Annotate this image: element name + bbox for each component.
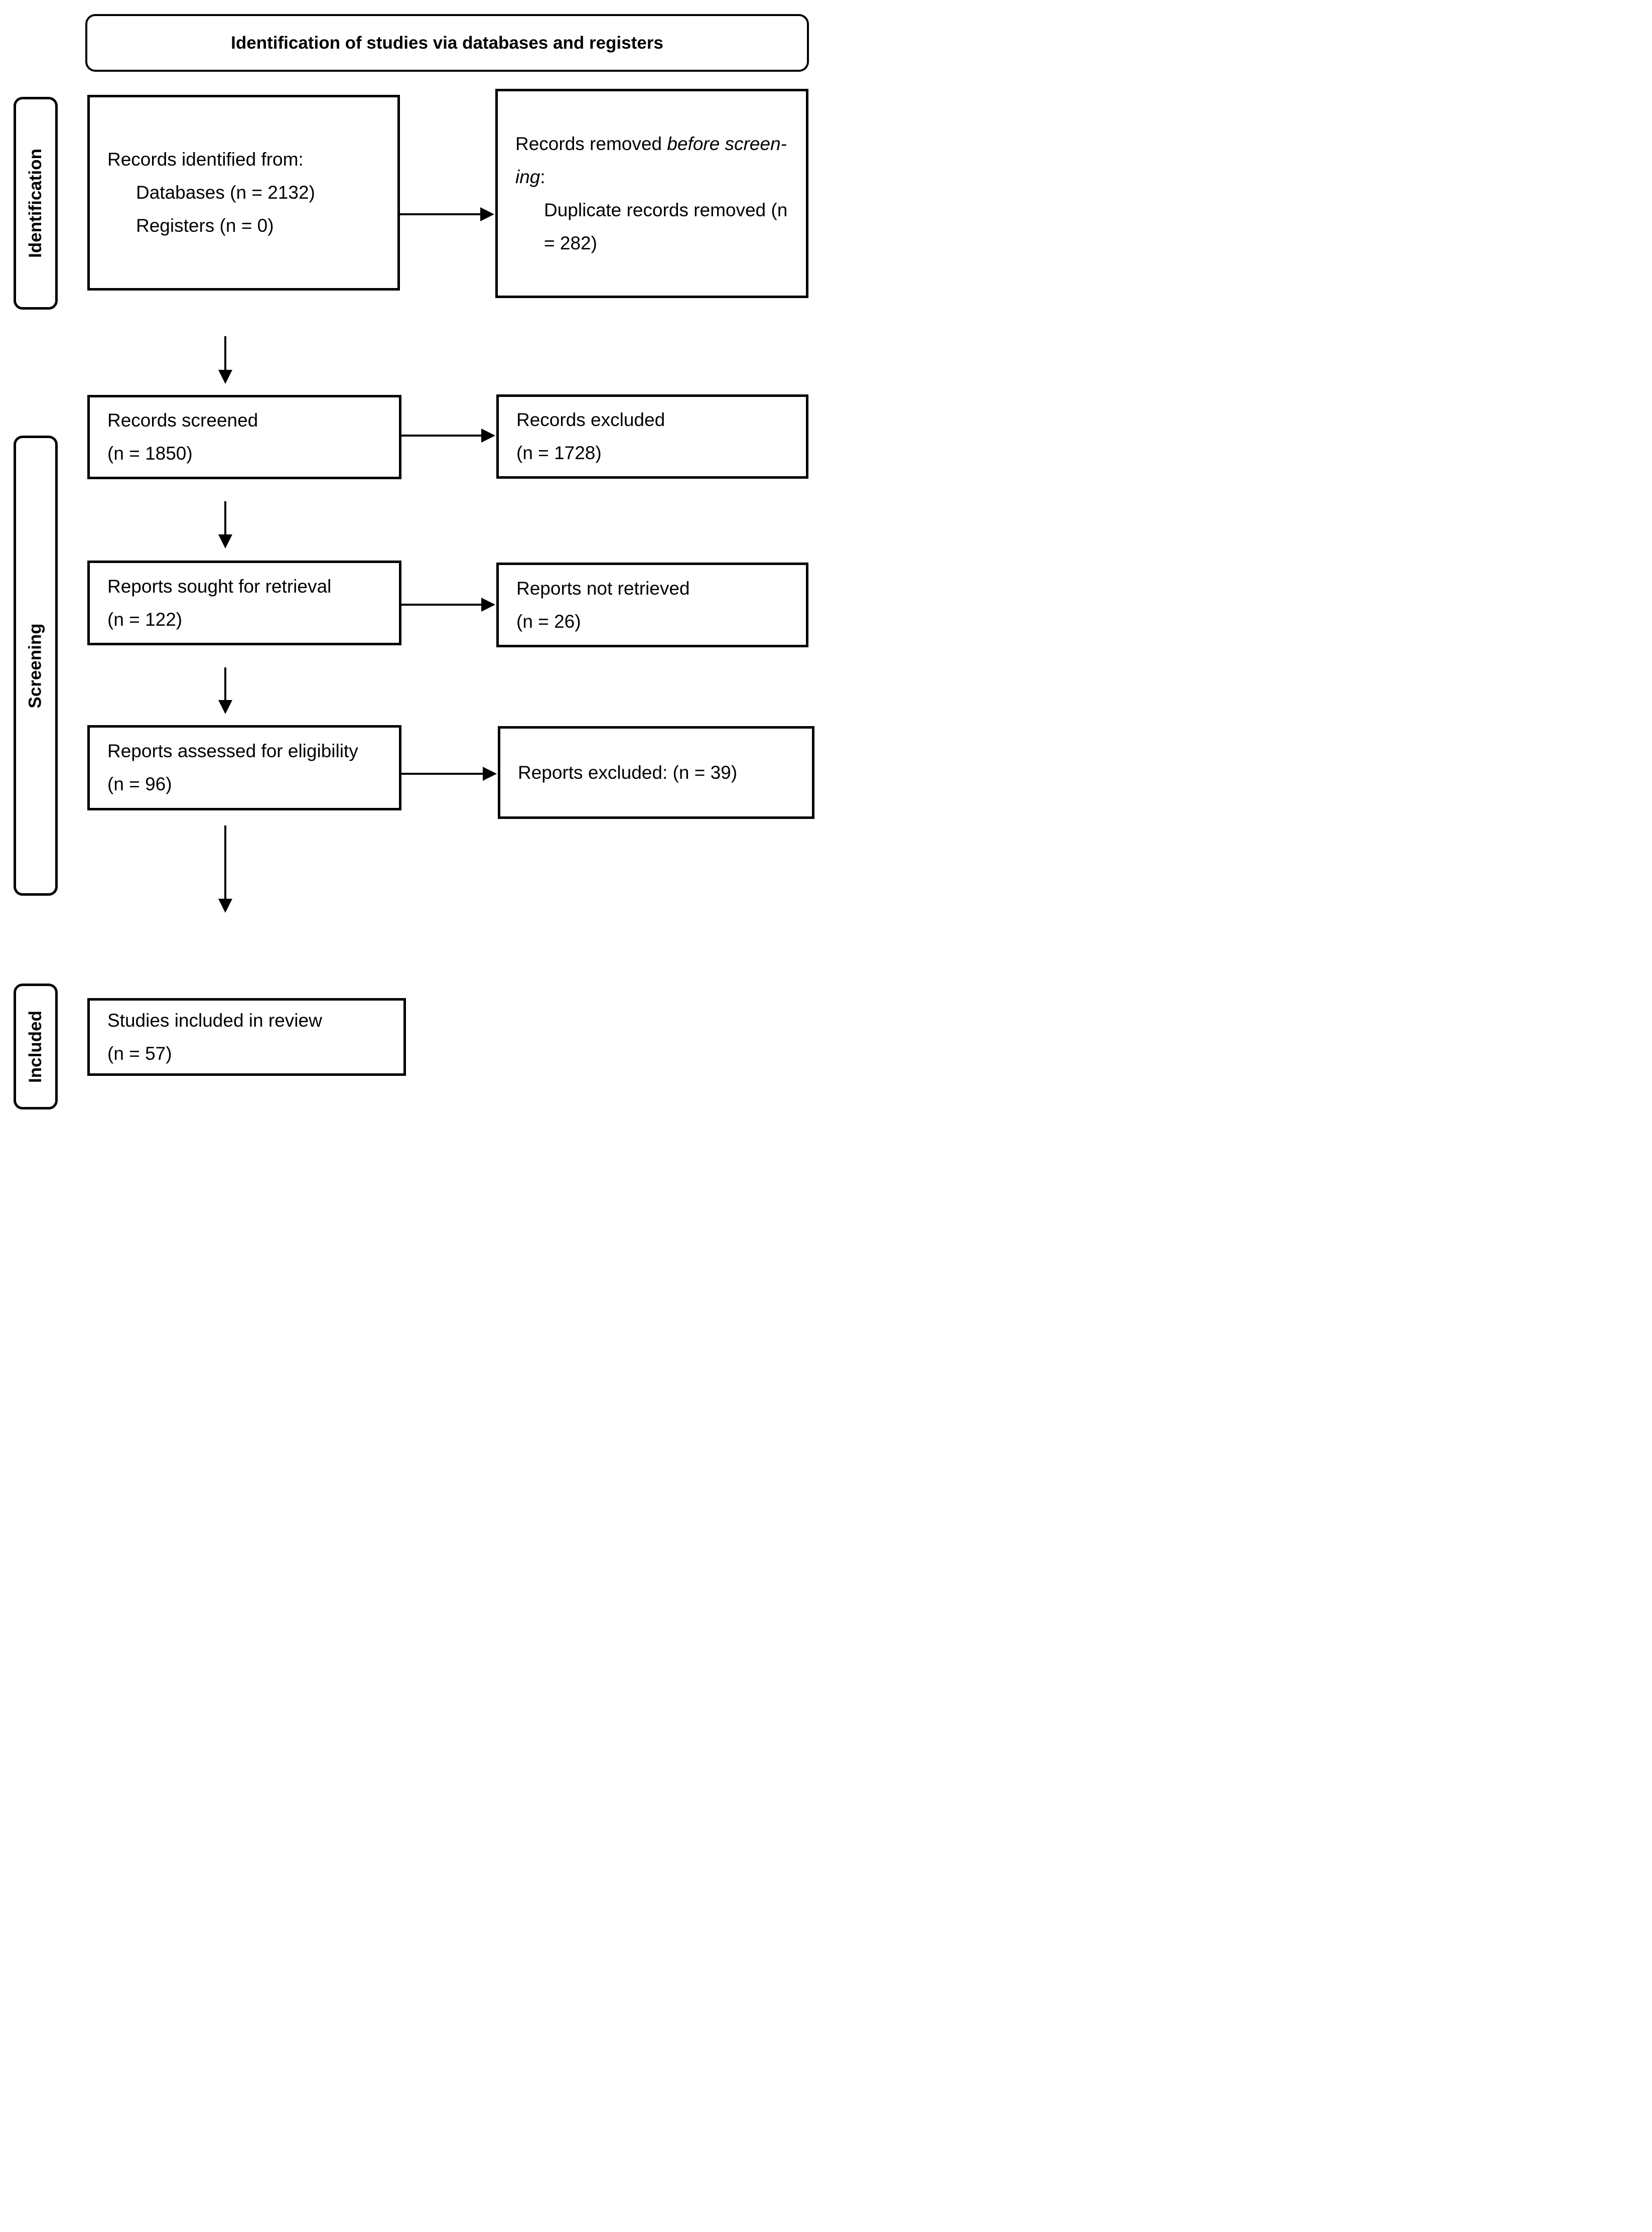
reports-assessed-line1: Reports assessed for eligibility — [107, 741, 358, 761]
stage-label-included: Included — [14, 984, 58, 1109]
arrowhead-right-icon — [483, 767, 497, 781]
arrowhead-down-icon — [218, 899, 232, 913]
records-removed-line3: Duplicate records removed (n — [544, 199, 788, 220]
records-screened-box: Records screened (n = 1850) — [87, 395, 401, 479]
stage-label-screening-text: Screening — [26, 623, 46, 709]
reports-not-retrieved-box: Reports not retrieved (n = 26) — [496, 563, 808, 647]
records-screened-line1: Records screened — [107, 410, 258, 431]
reports-sought-line1: Reports sought for retrieval — [107, 576, 332, 597]
stage-label-screening: Screening — [14, 436, 58, 896]
studies-included-line2: (n = 57) — [107, 1043, 172, 1064]
records-excluded-line1: Records excluded — [516, 409, 665, 430]
studies-included-box: Studies included in review (n = 57) — [87, 998, 406, 1076]
arrowhead-right-icon — [481, 429, 495, 443]
records-excluded-line2: (n = 1728) — [516, 443, 602, 463]
reports-sought-line2: (n = 122) — [107, 609, 183, 630]
reports-excluded-box: Reports excluded: (n = 39) — [498, 726, 814, 819]
prisma-flow-diagram: Identification of studies via databases … — [0, 0, 826, 1116]
arrowhead-right-icon — [480, 207, 494, 221]
reports-not-retrieved-line1: Reports not retrieved — [516, 578, 690, 599]
reports-assessed-line2: (n = 96) — [107, 774, 172, 794]
records-removed-line2: ing: — [515, 166, 545, 187]
stage-label-identification: Identification — [14, 97, 58, 310]
arrowhead-right-icon — [481, 598, 495, 612]
arrowhead-down-icon — [218, 534, 232, 548]
records-identified-line2: Databases (n = 2132) — [136, 182, 315, 203]
title-banner: Identification of studies via databases … — [85, 14, 809, 72]
reports-excluded-line1: Reports excluded: (n = 39) — [518, 762, 738, 783]
arrowhead-down-icon — [218, 700, 232, 714]
records-identified-line3: Registers (n = 0) — [136, 215, 274, 236]
records-removed-line4: = 282) — [544, 232, 597, 253]
reports-not-retrieved-line2: (n = 26) — [516, 611, 581, 632]
reports-sought-box: Reports sought for retrieval (n = 122) — [87, 561, 401, 645]
reports-assessed-box: Reports assessed for eligibility (n = 96… — [87, 725, 401, 810]
records-screened-line2: (n = 1850) — [107, 443, 193, 464]
records-identified-box: Records identified from: Databases (n = … — [87, 95, 400, 291]
records-identified-line1: Records identified from: — [107, 149, 304, 170]
studies-included-line1: Studies included in review — [107, 1010, 322, 1031]
records-removed-box: Records removed before screen- ing: Dupl… — [495, 89, 808, 298]
records-excluded-box: Records excluded (n = 1728) — [496, 394, 808, 479]
diagram-title: Identification of studies via databases … — [231, 33, 663, 53]
records-removed-line1: Records removed before screen- — [515, 133, 787, 154]
stage-label-included-text: Included — [26, 1010, 45, 1083]
stage-label-identification-text: Identification — [26, 149, 45, 258]
arrowhead-down-icon — [218, 370, 232, 384]
